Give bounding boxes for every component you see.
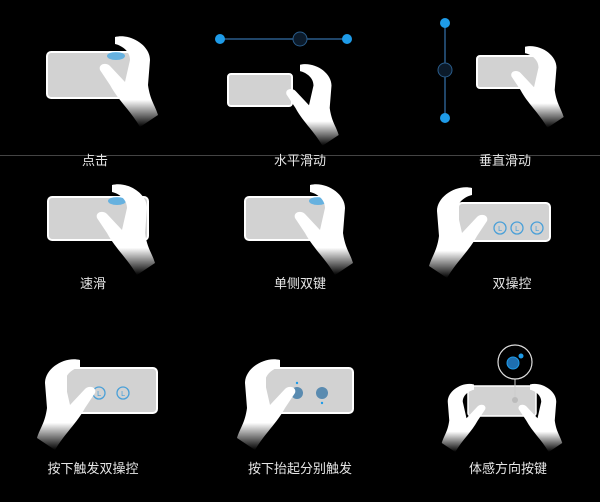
gesture-label-press-release: 按下抬起分别触发 (247, 462, 353, 477)
gesture-label-motion-direction: 体感方向按键 (468, 462, 548, 477)
divider (0, 155, 600, 156)
up-arrow-icon (440, 18, 450, 28)
slider-knob (292, 31, 308, 47)
right-arrow-icon (342, 34, 352, 44)
motion-direction-illustration (441, 344, 563, 452)
hand-icon (429, 187, 488, 278)
tap-ripple (107, 52, 125, 60)
phone (227, 73, 293, 107)
left-arrow-icon (215, 34, 225, 44)
gesture-label-single-side-double-key: 单侧双键 (273, 277, 327, 292)
gesture-label-press-trigger-dual: 按下触发双操控 (47, 462, 139, 477)
gesture-label-dual-control: 双操控 (492, 277, 532, 292)
press-trigger-dual-illustration (37, 359, 158, 450)
press-release-illustration (237, 359, 354, 450)
gesture-label-tap: 点击 (81, 154, 109, 169)
phone (476, 55, 542, 89)
key-icon (506, 356, 520, 370)
gesture-label-vertical-swipe: 垂直滑动 (478, 154, 532, 169)
hand-icon (286, 64, 339, 146)
gesture-label-quick-swipe: 速滑 (79, 277, 107, 292)
single-side-double-key-illustration (244, 184, 353, 275)
horizontal-swipe-illustration (215, 31, 352, 146)
gesture-label-horizontal-swipe: 水平滑动 (273, 154, 327, 169)
down-arrow-icon (440, 113, 450, 123)
slider-knob (437, 62, 453, 78)
hand-icon (99, 36, 158, 127)
quick-swipe-illustration (47, 184, 155, 275)
dual-control-illustration (429, 187, 551, 278)
tap-illustration (46, 36, 158, 127)
vertical-swipe-illustration (437, 18, 564, 128)
